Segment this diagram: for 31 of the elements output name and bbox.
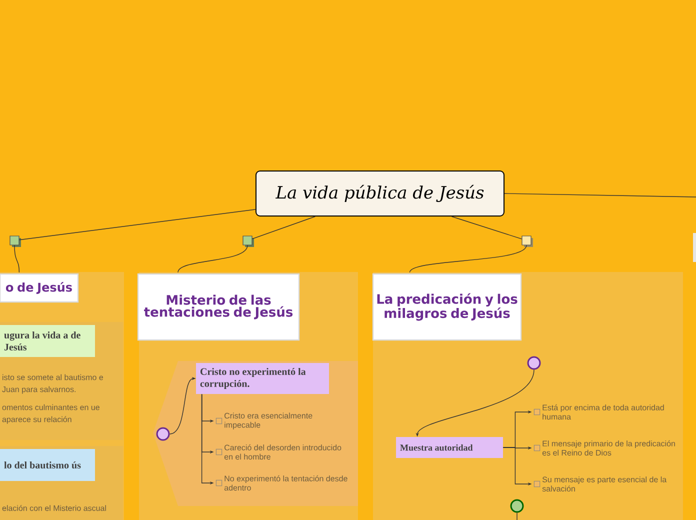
connector-square	[10, 236, 21, 247]
topic-box: lo del bautismo ús	[0, 449, 95, 481]
list-item: No experimentó la tentación desde adentro	[216, 475, 348, 491]
connector-line	[516, 512, 518, 520]
list-item: Su mensaje es parte esencial de la salvación	[534, 476, 667, 492]
connector-line	[18, 209, 256, 240]
circle-node	[527, 356, 541, 370]
connector-line	[178, 244, 248, 273]
list-item: Cristo era esencialmente impecable	[216, 412, 312, 430]
heading-box: o de Jesús	[0, 273, 79, 303]
title-box: La vida pública de Jesús	[256, 170, 504, 216]
list-item: El mensaje primario de la predicación es el Reino de Dios	[534, 440, 675, 456]
list-item: Careció del desorden introducido en el hombre	[216, 444, 342, 460]
list-item: omentos culminantes en ue aparece su relación	[2, 404, 100, 424]
connector-square	[522, 236, 533, 247]
topic-box: Muestra autoridad	[396, 437, 503, 458]
topic-box: ugura la vida a de Jesús	[0, 325, 95, 357]
connector-line	[409, 244, 527, 273]
connector-line	[252, 216, 316, 240]
connector-square	[242, 236, 254, 247]
heading-box: Misterio de las tentaciones de Jesús	[137, 273, 300, 341]
list-item: isto se somete al bautismo e Juan para salvarnos.	[2, 374, 104, 394]
connector-line	[14, 244, 20, 273]
circle-node	[156, 427, 170, 441]
heading-box: La predicación y los milagros de Jesús	[372, 273, 522, 341]
connector-line	[504, 193, 696, 198]
topic-box: Cristo no experimentó la corrupción.	[196, 363, 329, 394]
list-item: elación con el Misterio ascual	[2, 505, 106, 511]
list-item: Está por encima de toda autoridad humana	[534, 404, 664, 420]
circle-node	[510, 499, 524, 513]
connector-line	[451, 216, 522, 240]
